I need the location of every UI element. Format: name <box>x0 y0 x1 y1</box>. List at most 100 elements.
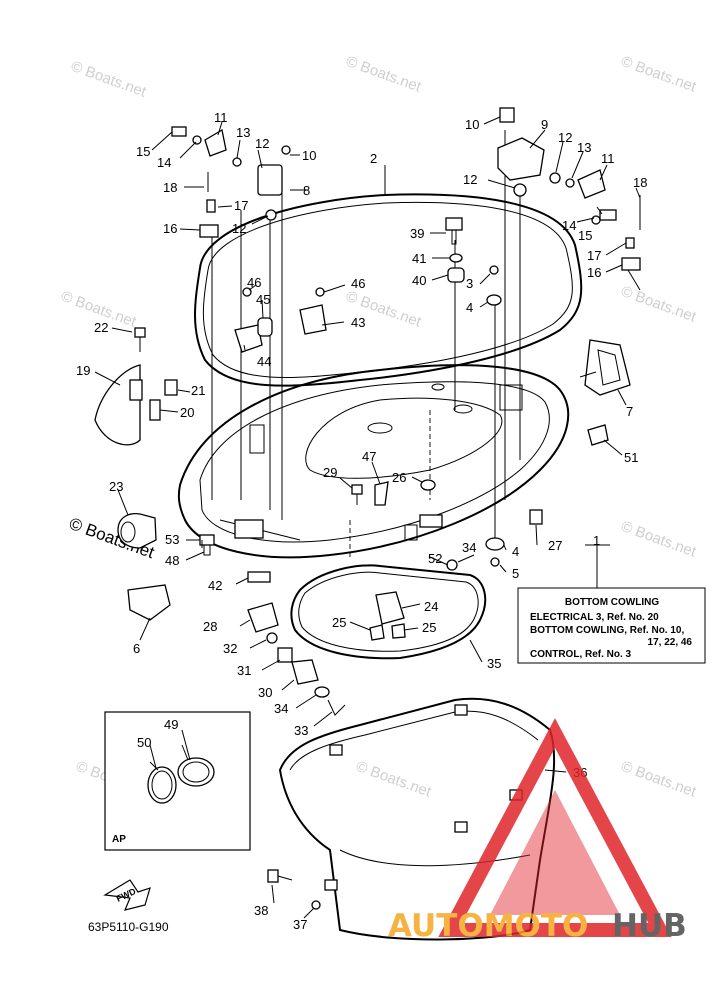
automotohub-logo: AUTOMOTO HUB <box>388 718 687 944</box>
callout-number: 17 <box>234 198 248 213</box>
callout-number: 16 <box>163 221 177 236</box>
callout-number: 11 <box>214 110 228 125</box>
callout-number: 11 <box>601 151 615 166</box>
lower-fittings <box>247 602 346 716</box>
callout-number: 28 <box>203 619 217 634</box>
callout-number: 33 <box>294 723 308 738</box>
label-51 <box>587 424 609 446</box>
lower-gasket <box>290 564 487 660</box>
watermark: © Boats.net <box>69 58 149 101</box>
callout-number: 53 <box>165 532 179 547</box>
callout-number: 15 <box>136 144 150 159</box>
cover-6 <box>127 584 171 621</box>
callout-number: 20 <box>180 405 194 420</box>
watermark: © Boats.net <box>619 283 699 326</box>
callout-number: 26 <box>392 470 406 485</box>
leader-lines <box>94 116 641 919</box>
infobox-line: BOTTOM COWLING <box>565 597 659 608</box>
callout-number: 46 <box>351 276 365 291</box>
callout-number: 3 <box>466 276 473 291</box>
callout-number: 12 <box>463 172 477 187</box>
callout-number: 35 <box>487 656 501 671</box>
callout-number: 34 <box>462 540 476 555</box>
callout-number: 19 <box>76 363 90 378</box>
callout-number: 30 <box>258 685 272 700</box>
callout-number: 23 <box>109 479 123 494</box>
right-bracket <box>584 339 631 396</box>
callout-number: 13 <box>236 125 250 140</box>
watermark: © Boats.net <box>344 53 424 96</box>
callout-number: 32 <box>223 641 237 656</box>
callout-number: 34 <box>274 701 288 716</box>
callout-number: 10 <box>302 148 316 163</box>
callout-number: 18 <box>633 175 647 190</box>
infobox-line: CONTROL, Ref. No. 3 <box>530 649 632 660</box>
guide-lines <box>211 130 641 560</box>
callout-number: 24 <box>424 599 438 614</box>
callout-number: 4 <box>512 544 519 559</box>
callout-number: 27 <box>548 538 562 553</box>
watermark: © Boats.net <box>619 53 699 96</box>
callouts: 1 2 3 4 4 5 6 7 8 9 10 10 11 11 12 12 12… <box>76 110 647 932</box>
watermark: © Boats.net <box>619 518 699 561</box>
callout-number: 4 <box>466 300 473 315</box>
callout-number: 2 <box>370 151 377 166</box>
callout-number: 44 <box>257 354 271 369</box>
grommet-23 <box>117 512 157 549</box>
callout-number: 21 <box>191 383 205 398</box>
logo-text-automoto: AUTOMOTO <box>388 908 588 944</box>
callout-number: 42 <box>208 578 222 593</box>
infobox: BOTTOM COWLING ELECTRICAL 3, Ref. No. 20… <box>517 544 706 664</box>
fwd-arrow: FWD <box>103 879 151 911</box>
callout-number: 1 <box>593 533 600 548</box>
callout-number: 12 <box>255 136 269 151</box>
callout-number: 41 <box>412 251 426 266</box>
clamp-parts <box>234 287 327 353</box>
infobox-line: BOTTOM COWLING, Ref. No. 10, <box>530 625 684 636</box>
diagram-code: 63P5110-G190 <box>88 920 169 934</box>
callout-number: 14 <box>562 218 576 233</box>
inset-box-ap: AP <box>104 711 251 851</box>
callout-number: 13 <box>577 140 591 155</box>
callout-number: 7 <box>626 404 633 419</box>
callout-number: 31 <box>237 663 251 678</box>
callout-number: 12 <box>232 221 246 236</box>
top-seal-gasket <box>194 193 583 387</box>
callout-number: 37 <box>293 917 307 932</box>
callout-number: 22 <box>94 320 108 335</box>
callout-number: 47 <box>362 449 376 464</box>
callout-number: 5 <box>512 566 519 581</box>
callout-number: 25 <box>332 615 346 630</box>
left-bracket-19 <box>94 364 178 446</box>
callout-number: 9 <box>541 117 548 132</box>
center-fittings <box>445 217 502 306</box>
callout-number: 46 <box>247 275 261 290</box>
callout-number: 14 <box>157 155 171 170</box>
watermark: © Boats.net <box>354 758 434 801</box>
infobox-line: ELECTRICAL 3, Ref. No. 20 <box>530 612 659 623</box>
callout-number: 17 <box>587 248 601 263</box>
top-right-fittings <box>497 107 641 271</box>
callout-number: 39 <box>410 226 424 241</box>
callout-number: 50 <box>137 735 151 750</box>
callout-number: 48 <box>165 553 179 568</box>
logo-text-hub: HUB <box>612 908 687 944</box>
callout-number: 38 <box>254 903 268 918</box>
callout-number: 25 <box>422 620 436 635</box>
callout-number: 40 <box>412 273 426 288</box>
infobox-line: 17, 22, 46 <box>648 637 693 648</box>
grommet-24 <box>369 591 406 641</box>
watermark: © Boats.net <box>619 758 699 801</box>
lower-cover <box>267 697 556 941</box>
callout-number: 6 <box>133 641 140 656</box>
callout-number: 10 <box>465 117 479 132</box>
callout-number: 18 <box>163 180 177 195</box>
inset-label: AP <box>112 834 126 845</box>
callout-number: 29 <box>323 465 337 480</box>
callout-number: 16 <box>587 265 601 280</box>
callout-number: 12 <box>558 130 572 145</box>
callout-number: 51 <box>624 450 638 465</box>
callout-number: 49 <box>164 717 178 732</box>
callout-number: 45 <box>256 292 270 307</box>
